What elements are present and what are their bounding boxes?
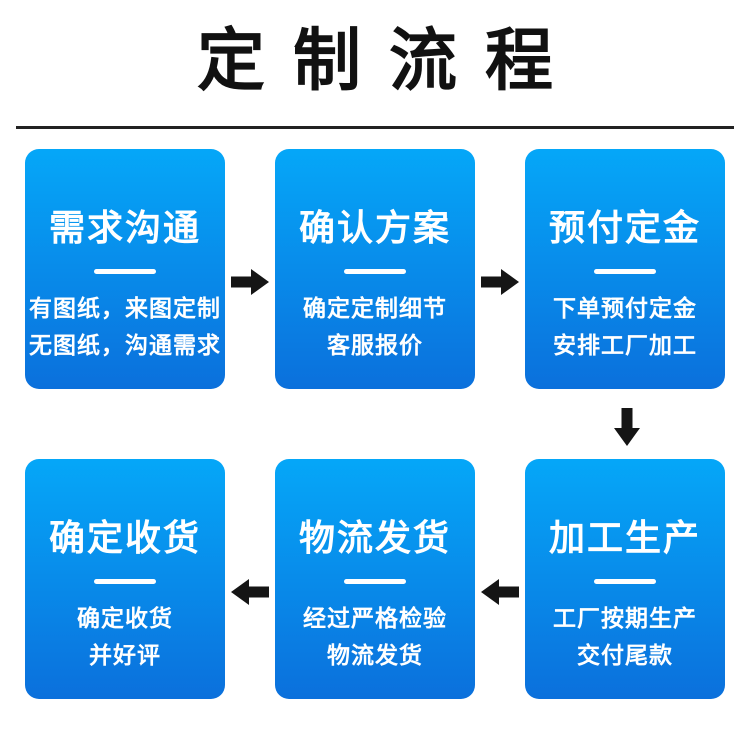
step-title: 确认方案 [298,207,451,248]
step-title-underline [94,269,156,274]
step-title-underline [344,579,406,584]
step-line: 下单预付定金 [553,295,697,321]
step-line: 并好评 [89,642,161,668]
title-divider [16,126,734,129]
arrow-left-icon [481,579,519,605]
step-title: 确定收货 [48,517,201,558]
flow-connector-row [0,389,750,459]
flow-row-bottom: 确定收货 确定收货 并好评 物流发货 经过严格检验 物流发货 加工生产 工厂按期… [0,459,750,699]
step-title-underline [94,579,156,584]
step-card-demand-communication: 需求沟通 有图纸，来图定制 无图纸，沟通需求 [25,149,225,389]
step-card-production: 加工生产 工厂按期生产 交付尾款 [525,459,725,699]
arrow-right-icon [231,269,269,295]
step-title: 需求沟通 [48,207,201,248]
step-title: 物流发货 [298,517,451,558]
arrow-right-icon [481,269,519,295]
step-line: 经过严格检验 [303,605,447,631]
step-line: 物流发货 [327,642,423,668]
arrow-down-icon [614,408,640,446]
step-card-confirm-receipt: 确定收货 确定收货 并好评 [25,459,225,699]
step-line: 有图纸，来图定制 [29,295,221,321]
page-title: 定制流程 [196,23,581,99]
step-card-confirm-plan: 确认方案 确定定制细节 客服报价 [275,149,475,389]
step-line: 无图纸，沟通需求 [29,332,221,358]
step-title-underline [594,269,656,274]
step-line: 交付尾款 [577,642,673,668]
step-title: 加工生产 [548,517,701,558]
step-title-underline [344,269,406,274]
step-card-prepay-deposit: 预付定金 下单预付定金 安排工厂加工 [525,149,725,389]
step-line: 确定定制细节 [303,295,447,321]
step-line: 客服报价 [327,332,423,358]
step-line: 工厂按期生产 [553,605,697,631]
step-line: 安排工厂加工 [553,332,697,358]
step-title: 预付定金 [548,207,701,248]
flow-row-top: 需求沟通 有图纸，来图定制 无图纸，沟通需求 确认方案 确定定制细节 客服报价 … [0,149,750,389]
step-line: 确定收货 [77,605,173,631]
step-card-logistics-shipping: 物流发货 经过严格检验 物流发货 [275,459,475,699]
step-title-underline [594,579,656,584]
arrow-left-icon [231,579,269,605]
